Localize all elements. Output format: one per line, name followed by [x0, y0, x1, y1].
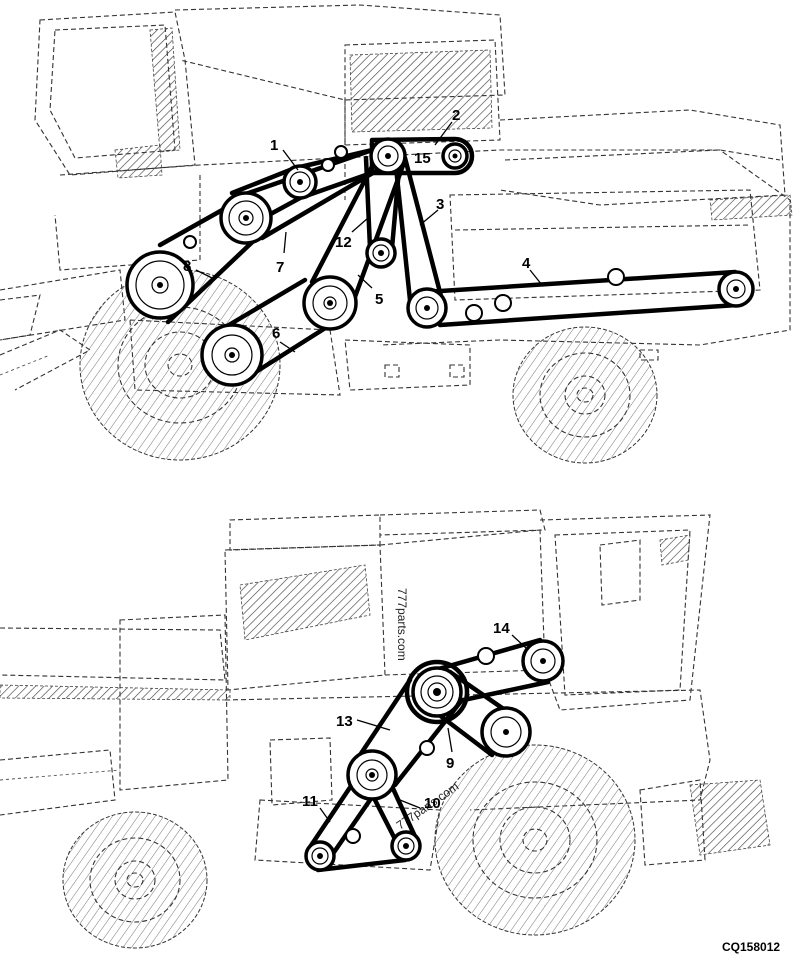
- belt-3: [392, 155, 445, 303]
- callout-15: 15: [414, 150, 431, 167]
- pulley-12: [365, 237, 397, 269]
- callout-1: 1: [270, 137, 278, 154]
- idler-top-b: [334, 145, 348, 159]
- pulley-8-lower: [125, 250, 195, 320]
- callout-14: 14: [493, 620, 510, 637]
- rear-tire-bottom: [62, 811, 208, 949]
- pulley-9: [480, 706, 532, 758]
- pulley-14: [521, 639, 565, 683]
- pulley-4-rear: [717, 270, 755, 308]
- pulley-10: [390, 830, 422, 862]
- pulleys-bottom: [304, 639, 565, 872]
- callout-12: 12: [335, 234, 352, 251]
- pulley-6: [200, 323, 264, 387]
- callout-8: 8: [183, 258, 191, 275]
- pulley-11: [304, 840, 336, 872]
- callout-4: 4: [522, 255, 531, 272]
- callout-6: 6: [272, 325, 280, 342]
- idler-bottom-b: [419, 740, 435, 756]
- belt-drive-ring: [404, 659, 470, 725]
- pulley-drive-main: [411, 666, 463, 718]
- callouts-top: 1 2 3 4 5 6 7 8 12 15: [183, 107, 543, 353]
- idler-top-e: [494, 294, 512, 312]
- rear-tire-top: [512, 326, 658, 464]
- belt-4: [422, 269, 740, 328]
- pulley-8-upper: [219, 191, 273, 245]
- callout-5: 5: [375, 291, 383, 308]
- pulley-3: [406, 287, 448, 329]
- belt-2: [369, 136, 475, 176]
- idler-top-c: [183, 235, 197, 249]
- combine-top-outline: [0, 4, 793, 464]
- idler-top-f: [607, 268, 625, 286]
- idler-top-a: [321, 158, 335, 172]
- front-tire-bottom: [434, 744, 636, 936]
- watermark-text: 777parts.com: [395, 588, 409, 661]
- combine-bottom-outline: [0, 509, 771, 949]
- callout-9: 9: [446, 755, 454, 772]
- figure-code: CQ158012: [722, 940, 780, 954]
- pulley-5: [302, 275, 358, 331]
- idler-bottom-c: [345, 828, 361, 844]
- callout-13: 13: [336, 713, 353, 730]
- callout-2: 2: [452, 107, 460, 124]
- pulley-13: [346, 749, 398, 801]
- belt-lower-bottom: [315, 857, 408, 873]
- callout-3: 3: [436, 196, 444, 213]
- pulley-1: [282, 164, 318, 200]
- idler-bottom-a: [477, 647, 495, 665]
- pulley-15: [441, 142, 469, 170]
- idler-top-d: [465, 304, 483, 322]
- pulley-main-top: [369, 137, 407, 175]
- callout-10: 10: [424, 795, 441, 812]
- pulleys-top: [125, 137, 755, 387]
- callout-11: 11: [302, 793, 318, 810]
- callouts-bottom: 14 13 9 10 11: [302, 620, 527, 823]
- callout-7: 7: [276, 259, 284, 276]
